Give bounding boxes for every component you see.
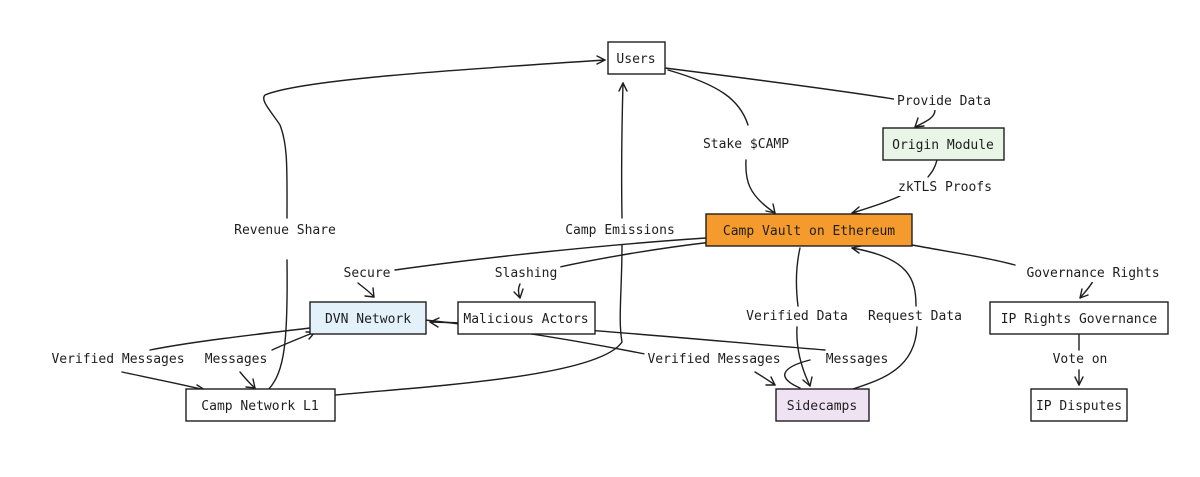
label-revenue-share: Revenue Share bbox=[234, 223, 336, 238]
node-dvn-network[interactable]: DVN Network bbox=[309, 301, 427, 335]
edge-users-provide-data bbox=[664, 67, 936, 128]
label-stake: Stake $CAMP bbox=[703, 137, 789, 152]
edge-label-background bbox=[201, 351, 271, 368]
edge-label-background bbox=[48, 351, 188, 368]
label-request-data: Request Data bbox=[868, 309, 962, 324]
edge-label-background bbox=[894, 93, 994, 110]
label-zktls: zkTLS Proofs bbox=[898, 180, 992, 195]
node-users-label: Users bbox=[616, 52, 655, 67]
edge-label-background bbox=[865, 308, 965, 325]
label-secure: Secure bbox=[344, 266, 391, 281]
label-verified-data: Verified Data bbox=[746, 309, 848, 324]
node-camp-vault-label: Camp Vault on Ethereum bbox=[723, 224, 895, 239]
edge-label-background bbox=[1023, 265, 1163, 282]
node-camp-network-l1[interactable]: Camp Network L1 bbox=[185, 388, 336, 422]
node-ip-rights-governance[interactable]: IP Rights Governance bbox=[989, 301, 1169, 335]
edge-label-background bbox=[743, 308, 851, 325]
edge-verified-data bbox=[795, 247, 813, 387]
edge-governance bbox=[911, 244, 1094, 299]
node-users[interactable]: Users bbox=[607, 41, 666, 75]
node-ip-rights-governance-label: IP Rights Governance bbox=[1001, 312, 1158, 327]
node-sidecamps-label: Sidecamps bbox=[787, 399, 857, 414]
edge-label-background bbox=[1049, 351, 1111, 368]
node-sidecamps[interactable]: Sidecamps bbox=[775, 388, 870, 422]
label-verified-messages-left: Verified Messages bbox=[51, 352, 184, 367]
label-verified-messages-right: Verified Messages bbox=[647, 352, 780, 367]
edge-label-background bbox=[562, 222, 678, 239]
node-camp-network-l1-label: Camp Network L1 bbox=[201, 399, 318, 414]
edge-secure bbox=[357, 237, 707, 298]
edge-revenue-share bbox=[263, 55, 606, 391]
edge-slashing bbox=[513, 241, 713, 299]
label-provide-data: Provide Data bbox=[897, 94, 991, 109]
label-messages-left: Messages bbox=[205, 352, 268, 367]
node-malicious-actors[interactable]: Malicious Actors bbox=[457, 301, 596, 335]
label-vote-on: Vote on bbox=[1053, 352, 1108, 367]
edge-label-background bbox=[231, 222, 340, 239]
node-ip-disputes[interactable]: IP Disputes bbox=[1030, 388, 1128, 422]
edge-label-background bbox=[822, 351, 892, 368]
edge-label-background bbox=[895, 179, 995, 196]
node-camp-vault[interactable]: Camp Vault on Ethereum bbox=[705, 213, 913, 247]
label-messages-right: Messages bbox=[826, 352, 889, 367]
edge-vote-on bbox=[1074, 334, 1084, 386]
label-governance: Governance Rights bbox=[1026, 266, 1159, 281]
label-slashing: Slashing bbox=[495, 266, 558, 281]
edge-label-background bbox=[491, 265, 561, 282]
edge-label-background bbox=[644, 351, 784, 368]
label-camp-emissions: Camp Emissions bbox=[565, 223, 675, 238]
node-origin-module[interactable]: Origin Module bbox=[882, 127, 1005, 161]
edge-label-background bbox=[699, 136, 793, 153]
node-ip-disputes-label: IP Disputes bbox=[1036, 399, 1122, 414]
edge-camp-emissions bbox=[334, 82, 628, 396]
node-malicious-actors-label: Malicious Actors bbox=[463, 312, 588, 327]
node-origin-module-label: Origin Module bbox=[892, 138, 994, 153]
edge-label-background bbox=[340, 265, 394, 282]
node-dvn-network-label: DVN Network bbox=[325, 312, 411, 327]
edge-users-stake bbox=[667, 69, 776, 214]
